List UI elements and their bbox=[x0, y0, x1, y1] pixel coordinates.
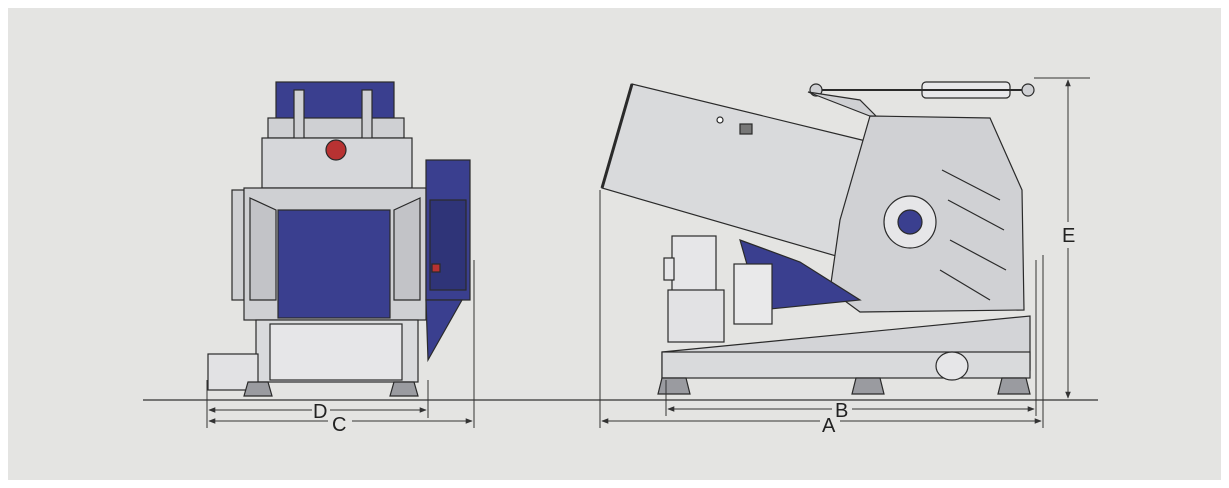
side-view-machine bbox=[600, 81, 1035, 395]
dim-label-e: E bbox=[1062, 225, 1075, 247]
dim-d bbox=[206, 380, 429, 428]
dim-e bbox=[1034, 77, 1090, 399]
dim-a bbox=[599, 190, 1044, 428]
dim-b bbox=[665, 260, 1037, 416]
dim-label-d: D bbox=[313, 401, 327, 423]
dim-c bbox=[208, 260, 475, 428]
dim-label-b: B bbox=[835, 400, 848, 422]
dim-label-c: C bbox=[332, 414, 346, 436]
dim-label-a: A bbox=[822, 415, 836, 437]
front-view-machine bbox=[207, 81, 471, 397]
